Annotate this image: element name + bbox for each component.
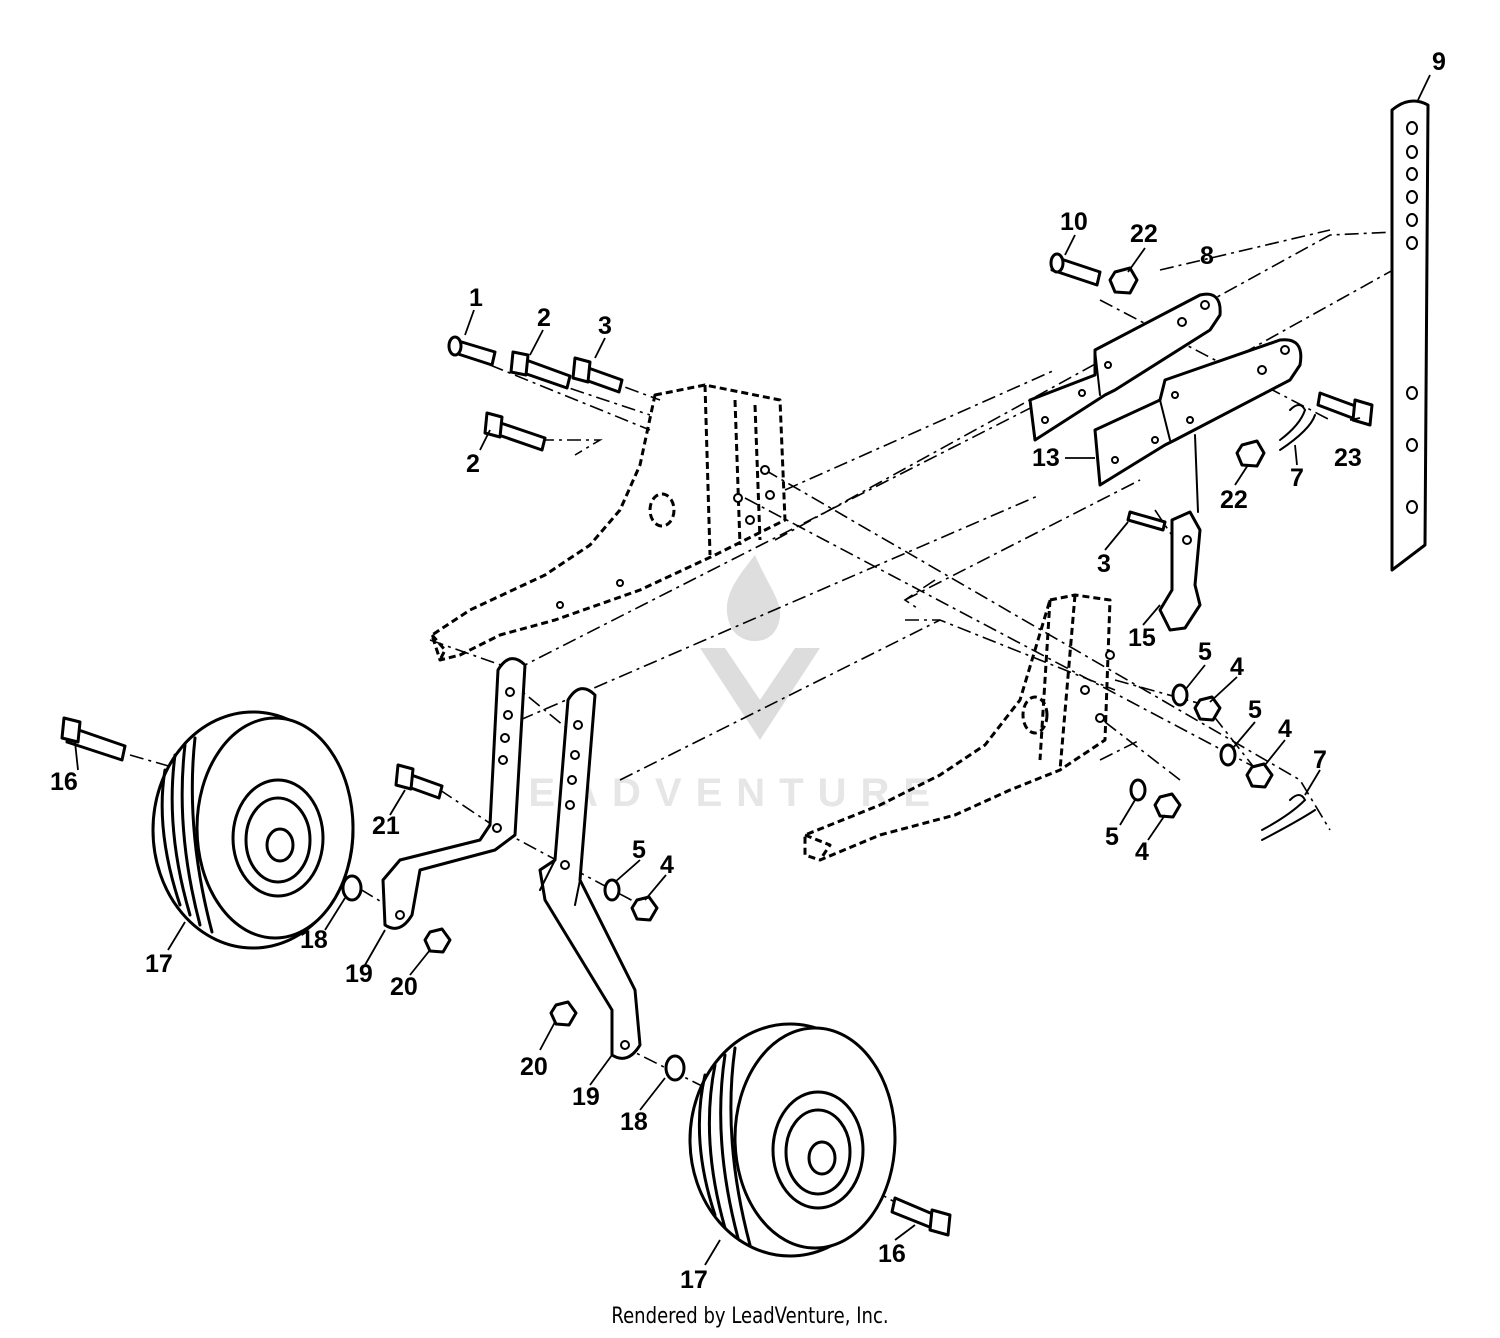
callout-5: 5 bbox=[632, 836, 646, 864]
callout-5: 5 bbox=[1248, 696, 1262, 724]
callout-4: 4 bbox=[660, 851, 674, 879]
right-wheel bbox=[688, 1022, 897, 1258]
callout-21: 21 bbox=[372, 812, 400, 840]
left-wheel-bracket bbox=[381, 657, 527, 930]
callout-22: 22 bbox=[1130, 220, 1158, 248]
callout-2: 2 bbox=[466, 450, 480, 478]
hitch-plates bbox=[1028, 292, 1303, 487]
callout-23: 23 bbox=[1334, 444, 1362, 472]
right-wheel-bracket bbox=[538, 687, 642, 1060]
leader-lines bbox=[74, 74, 1431, 1266]
callout-10: 10 bbox=[1060, 208, 1088, 236]
callout-4: 4 bbox=[1135, 838, 1149, 866]
callout-16: 16 bbox=[878, 1240, 906, 1268]
callout-15: 15 bbox=[1128, 624, 1156, 652]
callout-19: 19 bbox=[572, 1083, 600, 1111]
callout-7: 7 bbox=[1290, 464, 1304, 492]
callout-22: 22 bbox=[1220, 486, 1248, 514]
pin-clip bbox=[1158, 434, 1202, 632]
callout-7: 7 bbox=[1313, 746, 1327, 774]
callout-16: 16 bbox=[50, 768, 78, 796]
callout-17: 17 bbox=[145, 950, 173, 978]
callout-13: 13 bbox=[1032, 444, 1060, 472]
callout-18: 18 bbox=[620, 1108, 648, 1136]
callout-5: 5 bbox=[1198, 638, 1212, 666]
callout-17: 17 bbox=[680, 1266, 708, 1294]
callout-19: 19 bbox=[345, 960, 373, 988]
callout-18: 18 bbox=[300, 926, 328, 954]
footer-credit: Rendered by LeadVenture, Inc. bbox=[611, 1304, 889, 1329]
left-wheel bbox=[151, 710, 355, 950]
callout-3: 3 bbox=[598, 312, 612, 340]
callout-4: 4 bbox=[1278, 715, 1292, 743]
callout-20: 20 bbox=[390, 973, 418, 1001]
right-frame-bracket bbox=[803, 593, 1115, 862]
callout-3: 3 bbox=[1097, 550, 1111, 578]
watermark-logo bbox=[700, 555, 820, 740]
callout-1: 1 bbox=[469, 284, 483, 312]
left-frame-bracket bbox=[430, 383, 787, 662]
depth-bar bbox=[1390, 99, 1430, 572]
callout-4: 4 bbox=[1230, 653, 1244, 681]
callout-20: 20 bbox=[520, 1053, 548, 1081]
callout-2: 2 bbox=[537, 304, 551, 332]
callout-8: 8 bbox=[1200, 242, 1214, 270]
callout-9: 9 bbox=[1432, 48, 1446, 76]
callout-5: 5 bbox=[1105, 823, 1119, 851]
callout-labels: 1 2 3 2 10 22 8 9 13 23 7 22 3 15 5 4 5 … bbox=[50, 48, 1446, 1294]
